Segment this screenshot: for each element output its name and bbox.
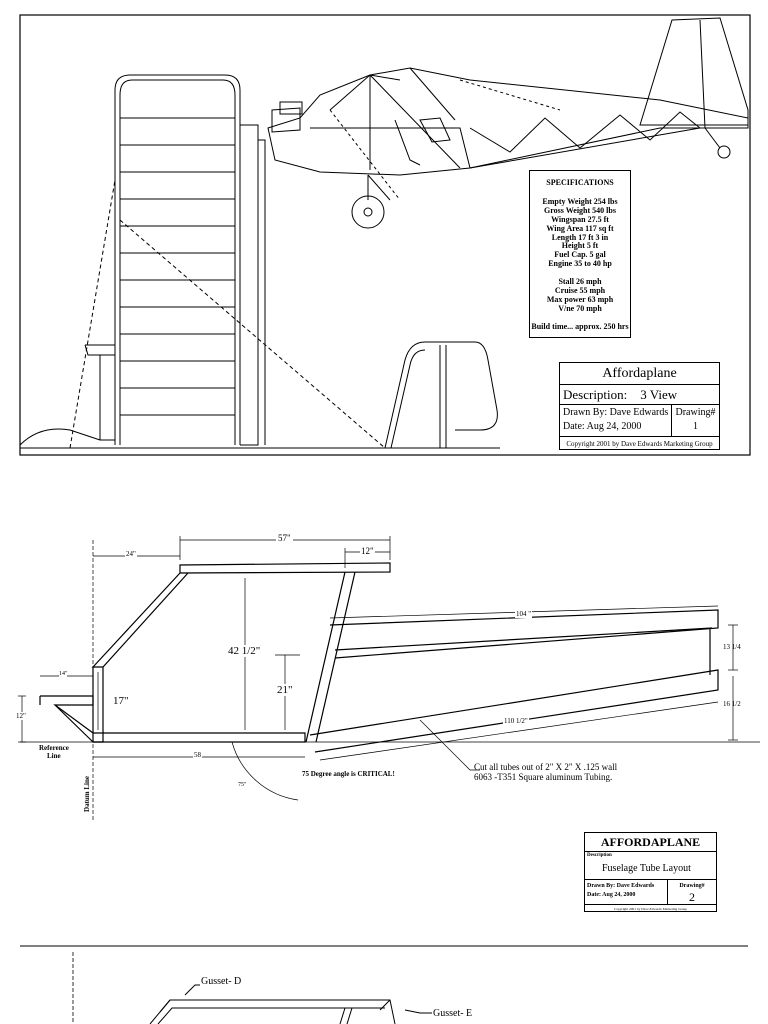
dim-104: 104 " bbox=[515, 610, 533, 618]
spec-line: Stall 26 mph bbox=[558, 277, 602, 287]
spec-line: Height 5 ft bbox=[561, 241, 599, 251]
spec-line: Cruise 55 mph bbox=[554, 286, 606, 296]
spec-build-time: Build time... approx. 250 hrs bbox=[531, 321, 629, 331]
spec-line: Fuel Cap. 5 gal bbox=[554, 250, 606, 260]
title-block-1-description: Description: 3 View bbox=[560, 385, 719, 405]
spec-line: V/ne 70 mph bbox=[558, 303, 602, 313]
gusset-e-label: Gusset- E bbox=[433, 1008, 473, 1019]
dim-17: 17" bbox=[112, 695, 130, 707]
title-block-2-drawing-label: Drawing# bbox=[679, 883, 705, 889]
spec-line: Gross Weight 540 lbs bbox=[544, 205, 616, 215]
title-block-2-drawing-num: 2 bbox=[689, 890, 695, 904]
cut-note-1: Cut all tubes out of 2" X 2" X .125 wall bbox=[474, 762, 618, 772]
cut-note-2: 6063 -T351 Square aluminum Tubing. bbox=[474, 772, 613, 782]
dim-14: 14" bbox=[59, 671, 68, 677]
spec-line: Wingspan 27.5 ft bbox=[551, 214, 609, 224]
dim-24: 24" bbox=[125, 550, 137, 558]
title-block-2: AFFORDAPLANE Description Fuselage Tube L… bbox=[584, 832, 717, 912]
spec-line: Max power 63 mph bbox=[546, 294, 614, 304]
gusset-frame bbox=[149, 984, 432, 1024]
gusset-d-label: Gusset- D bbox=[201, 976, 242, 987]
title-block-1-meta: Drawn By: Dave Edwards Date: Aug 24, 200… bbox=[560, 405, 719, 437]
dim-58: 58 bbox=[193, 751, 202, 759]
fuselage-frame bbox=[39, 562, 719, 753]
title-block-2-description: Description Fuselage Tube Layout bbox=[585, 852, 716, 880]
title-block-2-meta: Drawn By: Dave Edwards Date: Aug 24, 200… bbox=[585, 880, 716, 905]
dim-16: 16 1/2 bbox=[723, 700, 741, 708]
title-block-1-copyright: Copyright 2001 by Dave Edwards Marketing… bbox=[566, 440, 713, 448]
spec-line: Empty Weight 254 lbs bbox=[542, 196, 618, 206]
title-block-1-drawing-label: Drawing# bbox=[675, 407, 716, 418]
title-block-1-drawing-num: 1 bbox=[693, 421, 698, 432]
rear-frame bbox=[384, 341, 498, 449]
title-block-2-copyright: Copyright 2001 by Dave Edwards Marketing… bbox=[613, 907, 688, 911]
dim-13: 13 1/4 bbox=[723, 643, 741, 651]
reference-label: Reference bbox=[39, 744, 69, 752]
dim-21: 21" bbox=[276, 684, 294, 696]
title-block-2-date: Date: Aug 24, 2000 bbox=[587, 892, 636, 898]
spec-line: Length 17 ft 3 in bbox=[551, 232, 609, 242]
spec-line: Engine 35 to 40 hp bbox=[548, 259, 612, 269]
dim-12-left: 12" bbox=[16, 712, 26, 720]
reference-line-label: Line bbox=[47, 752, 61, 760]
title-block-1-name: Affordaplane bbox=[560, 363, 719, 385]
specifications-box: SPECIFICATIONS Empty Weight 254 lbs Gros… bbox=[529, 170, 631, 338]
datum-line-label: Datum Line bbox=[82, 776, 91, 812]
title-block-2-name: AFFORDAPLANE bbox=[585, 833, 716, 852]
dim-110: 110 1/2" bbox=[503, 717, 529, 725]
title-block-1-drawn-by: Drawn By: Dave Edwards bbox=[563, 407, 669, 418]
critical-note: 75 Degree angle is CRITICAL! bbox=[302, 770, 395, 778]
dim-75: 75" bbox=[238, 782, 247, 788]
side-view-airplane bbox=[267, 17, 749, 229]
spec-line: Wing Area 117 sq ft bbox=[546, 223, 614, 233]
specifications-title: SPECIFICATIONS bbox=[546, 178, 614, 187]
dim-57: 57" bbox=[276, 533, 293, 543]
dim-12-top: 12" bbox=[360, 546, 375, 556]
front-view-ladder bbox=[19, 74, 750, 456]
dim-42: 42 1/2" bbox=[227, 645, 262, 657]
title-block-2-drawn-by: Drawn By: Dave Edwards bbox=[587, 883, 655, 889]
title-block-1: Affordaplane Description: 3 View Drawn B… bbox=[559, 362, 720, 450]
title-block-1-date: Date: Aug 24, 2000 bbox=[563, 421, 642, 432]
